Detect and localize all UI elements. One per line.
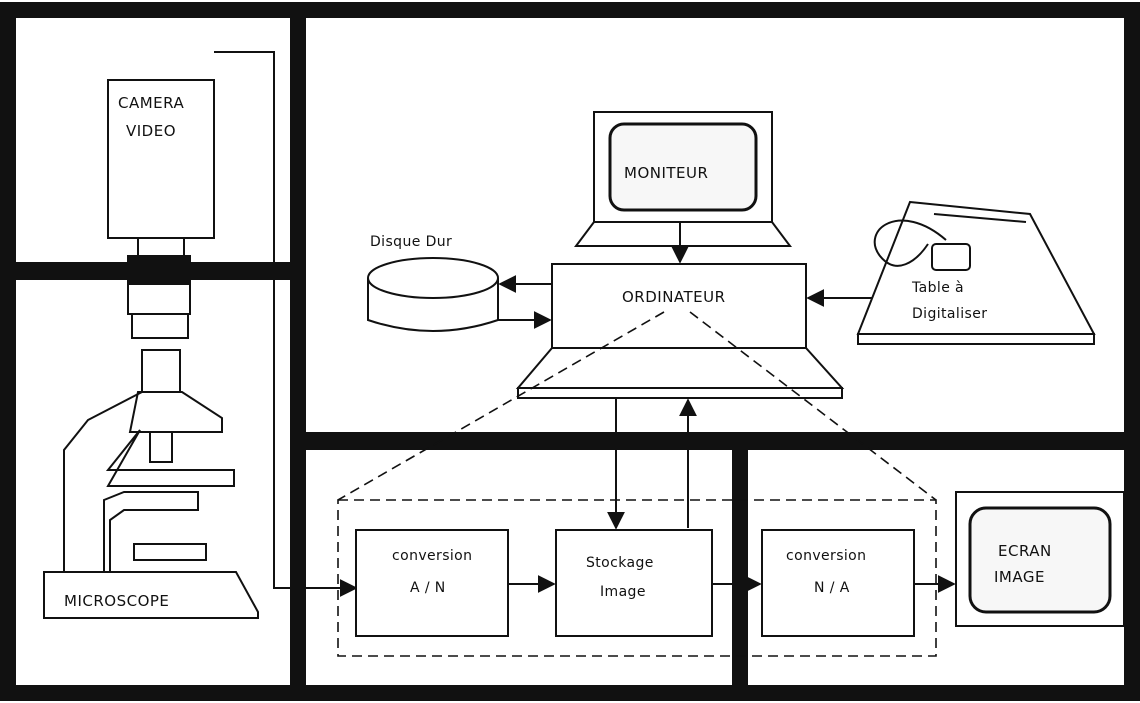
camera-video: CAMERA VIDEO — [107, 79, 215, 339]
camera-label-line2: VIDEO — [126, 122, 176, 140]
stockage-image-box: Stockage Image — [555, 529, 713, 637]
table-label-line2: Digitaliser — [912, 306, 987, 322]
table-puck — [931, 243, 971, 271]
moniteur-label: MONITEUR — [624, 164, 708, 182]
ordinateur: ORDINATEUR — [515, 263, 845, 399]
conversion-na-label-line2: N / A — [814, 580, 850, 596]
microscope-base — [43, 571, 259, 619]
projection-lines — [337, 311, 937, 657]
conversion-an-label-line2: A / N — [410, 580, 446, 596]
ecran-screen — [968, 506, 1112, 614]
camera-label-line1: CAMERA — [118, 94, 184, 112]
stockage-label-line2: Image — [600, 584, 646, 600]
disque-label: Disque Dur — [370, 234, 452, 250]
table-digitaliser: Table à Digitaliser — [856, 200, 1096, 345]
disque-dur: Disque Dur — [367, 234, 499, 332]
ordinateur-keyboard-edge — [517, 387, 843, 399]
conversion-na-box: conversion N / A — [761, 529, 915, 637]
microscope-objective — [149, 431, 173, 463]
ecran-label-line2: IMAGE — [994, 568, 1045, 586]
microscope: MICROSCOPE — [43, 349, 259, 619]
moniteur-base — [574, 221, 792, 247]
stockage-image-rect — [555, 529, 713, 637]
camera-body — [107, 79, 215, 239]
microscope-tube — [141, 349, 181, 393]
microscope-head — [128, 391, 223, 433]
conversion-card-outline — [337, 499, 937, 657]
ordinateur-label: ORDINATEUR — [622, 288, 726, 306]
microscope-label: MICROSCOPE — [64, 592, 169, 610]
camera-coupler — [127, 255, 191, 285]
microscope-arm — [63, 391, 199, 573]
moniteur-screen — [608, 122, 758, 212]
camera-adapter — [137, 237, 185, 257]
table-front-edge — [857, 333, 1095, 345]
table-label-line1: Table à — [911, 280, 964, 296]
table-pen-holder — [933, 213, 1027, 223]
left-vertical-wall — [290, 18, 306, 688]
camera-tube-upper — [127, 283, 191, 315]
ecran-label-line1: ECRAN — [998, 542, 1052, 560]
video-signal-line — [214, 51, 358, 597]
lower-vertical-wall — [732, 450, 748, 688]
camera-tube-lower — [131, 313, 189, 339]
microscope-lamp — [133, 543, 207, 561]
conversion-an-box: conversion A / N — [355, 529, 509, 637]
moniteur: MONITEUR — [574, 111, 792, 247]
conversion-an-label-line1: conversion — [392, 548, 472, 564]
stockage-label-line1: Stockage — [586, 555, 654, 571]
disque-top — [367, 257, 499, 299]
ecran-image: ECRAN IMAGE — [955, 491, 1125, 627]
table-cable — [873, 219, 947, 267]
projection-line-right — [689, 311, 937, 501]
middle-horizontal-wall — [306, 432, 1124, 450]
ordinateur-top — [551, 263, 807, 349]
projection-line-left — [337, 311, 665, 501]
conversion-na-label-line1: conversion — [786, 548, 866, 564]
conversion-na-rect — [761, 529, 915, 637]
microscope-stage — [105, 429, 235, 487]
conversion-an-rect — [355, 529, 509, 637]
